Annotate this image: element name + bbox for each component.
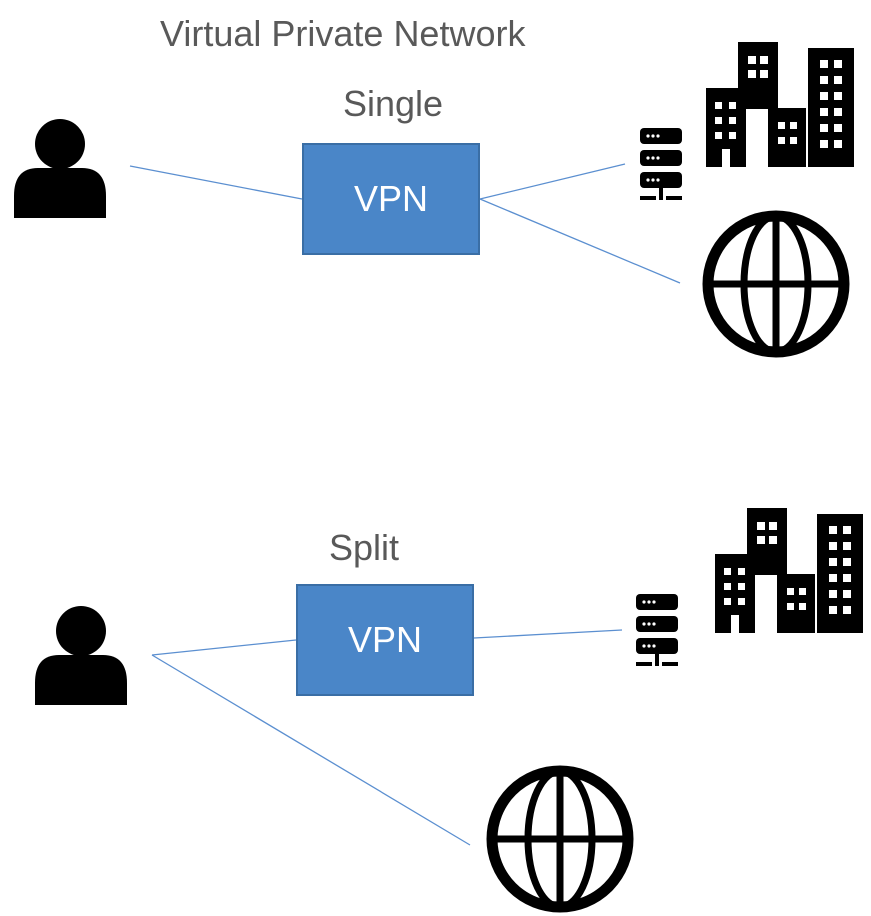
single-section-label: Single <box>343 83 444 124</box>
connector-user-to-vpn-single <box>129 165 303 200</box>
connector-vpn-to-internet-single <box>479 198 681 284</box>
server-icon-split <box>636 594 678 666</box>
connector-vpn-to-datacenter-single <box>479 163 626 200</box>
globe-icon-split <box>492 771 628 907</box>
server-icon-single <box>640 128 682 200</box>
buildings-icon-single <box>706 42 854 167</box>
user-icon-split <box>35 606 127 705</box>
vpn-box-split: VPN <box>296 584 474 696</box>
diagram-title: Virtual Private Network <box>160 13 526 54</box>
user-icon-single <box>14 119 106 218</box>
connector-vpn-to-datacenter-split <box>473 629 623 639</box>
connector-user-to-vpn-split <box>151 639 297 656</box>
buildings-icon-split <box>715 508 863 633</box>
connector-user-to-internet-split <box>151 654 471 846</box>
split-section-label: Split <box>329 527 400 568</box>
vpn-label-split: VPN <box>347 619 423 660</box>
vpn-label-single: VPN <box>353 178 429 219</box>
globe-icon-single <box>708 216 844 352</box>
vpn-box-single: VPN <box>302 143 480 255</box>
